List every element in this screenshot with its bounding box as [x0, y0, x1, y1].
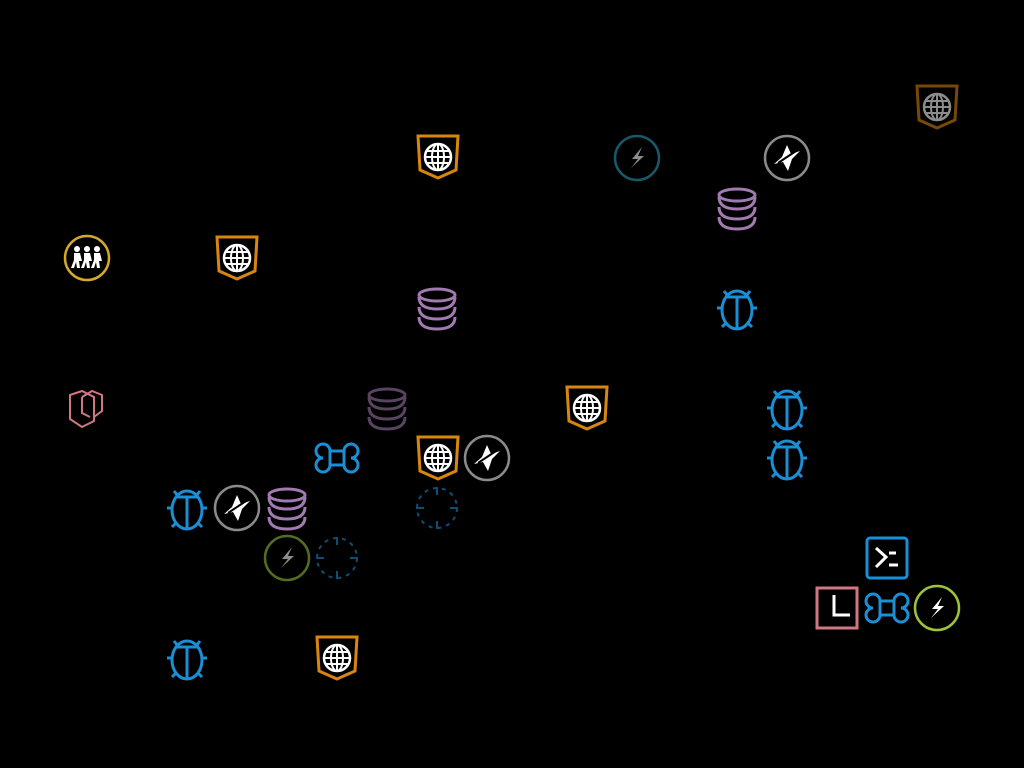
lightning-circle-icon[interactable] — [612, 133, 662, 183]
database-icon[interactable] — [262, 483, 312, 533]
database-icon[interactable] — [412, 283, 462, 333]
cube-icon[interactable] — [62, 383, 112, 433]
globe-shield-icon[interactable] — [562, 383, 612, 433]
globe-shield-icon[interactable] — [212, 233, 262, 283]
target-icon[interactable] — [312, 533, 362, 583]
compass-icon[interactable] — [762, 133, 812, 183]
database-icon[interactable] — [712, 183, 762, 233]
terminal-icon[interactable] — [862, 533, 912, 583]
people-circle-icon[interactable] — [62, 233, 112, 283]
lightning-circle-icon[interactable] — [912, 583, 962, 633]
clock-box-icon[interactable] — [812, 583, 862, 633]
command-icon[interactable] — [312, 433, 362, 483]
bug-icon[interactable] — [712, 283, 762, 333]
compass-icon[interactable] — [212, 483, 262, 533]
lightning-circle-icon[interactable] — [262, 533, 312, 583]
target-icon[interactable] — [412, 483, 462, 533]
globe-shield-icon[interactable] — [413, 433, 463, 483]
globe-shield-icon[interactable] — [912, 82, 962, 132]
globe-shield-icon[interactable] — [413, 132, 463, 182]
bug-icon[interactable] — [162, 483, 212, 533]
compass-icon[interactable] — [462, 433, 512, 483]
bug-icon[interactable] — [762, 433, 812, 483]
command-icon[interactable] — [862, 583, 912, 633]
bug-icon[interactable] — [762, 383, 812, 433]
database-icon[interactable] — [362, 383, 412, 433]
globe-shield-icon[interactable] — [312, 633, 362, 683]
bug-icon[interactable] — [162, 633, 212, 683]
